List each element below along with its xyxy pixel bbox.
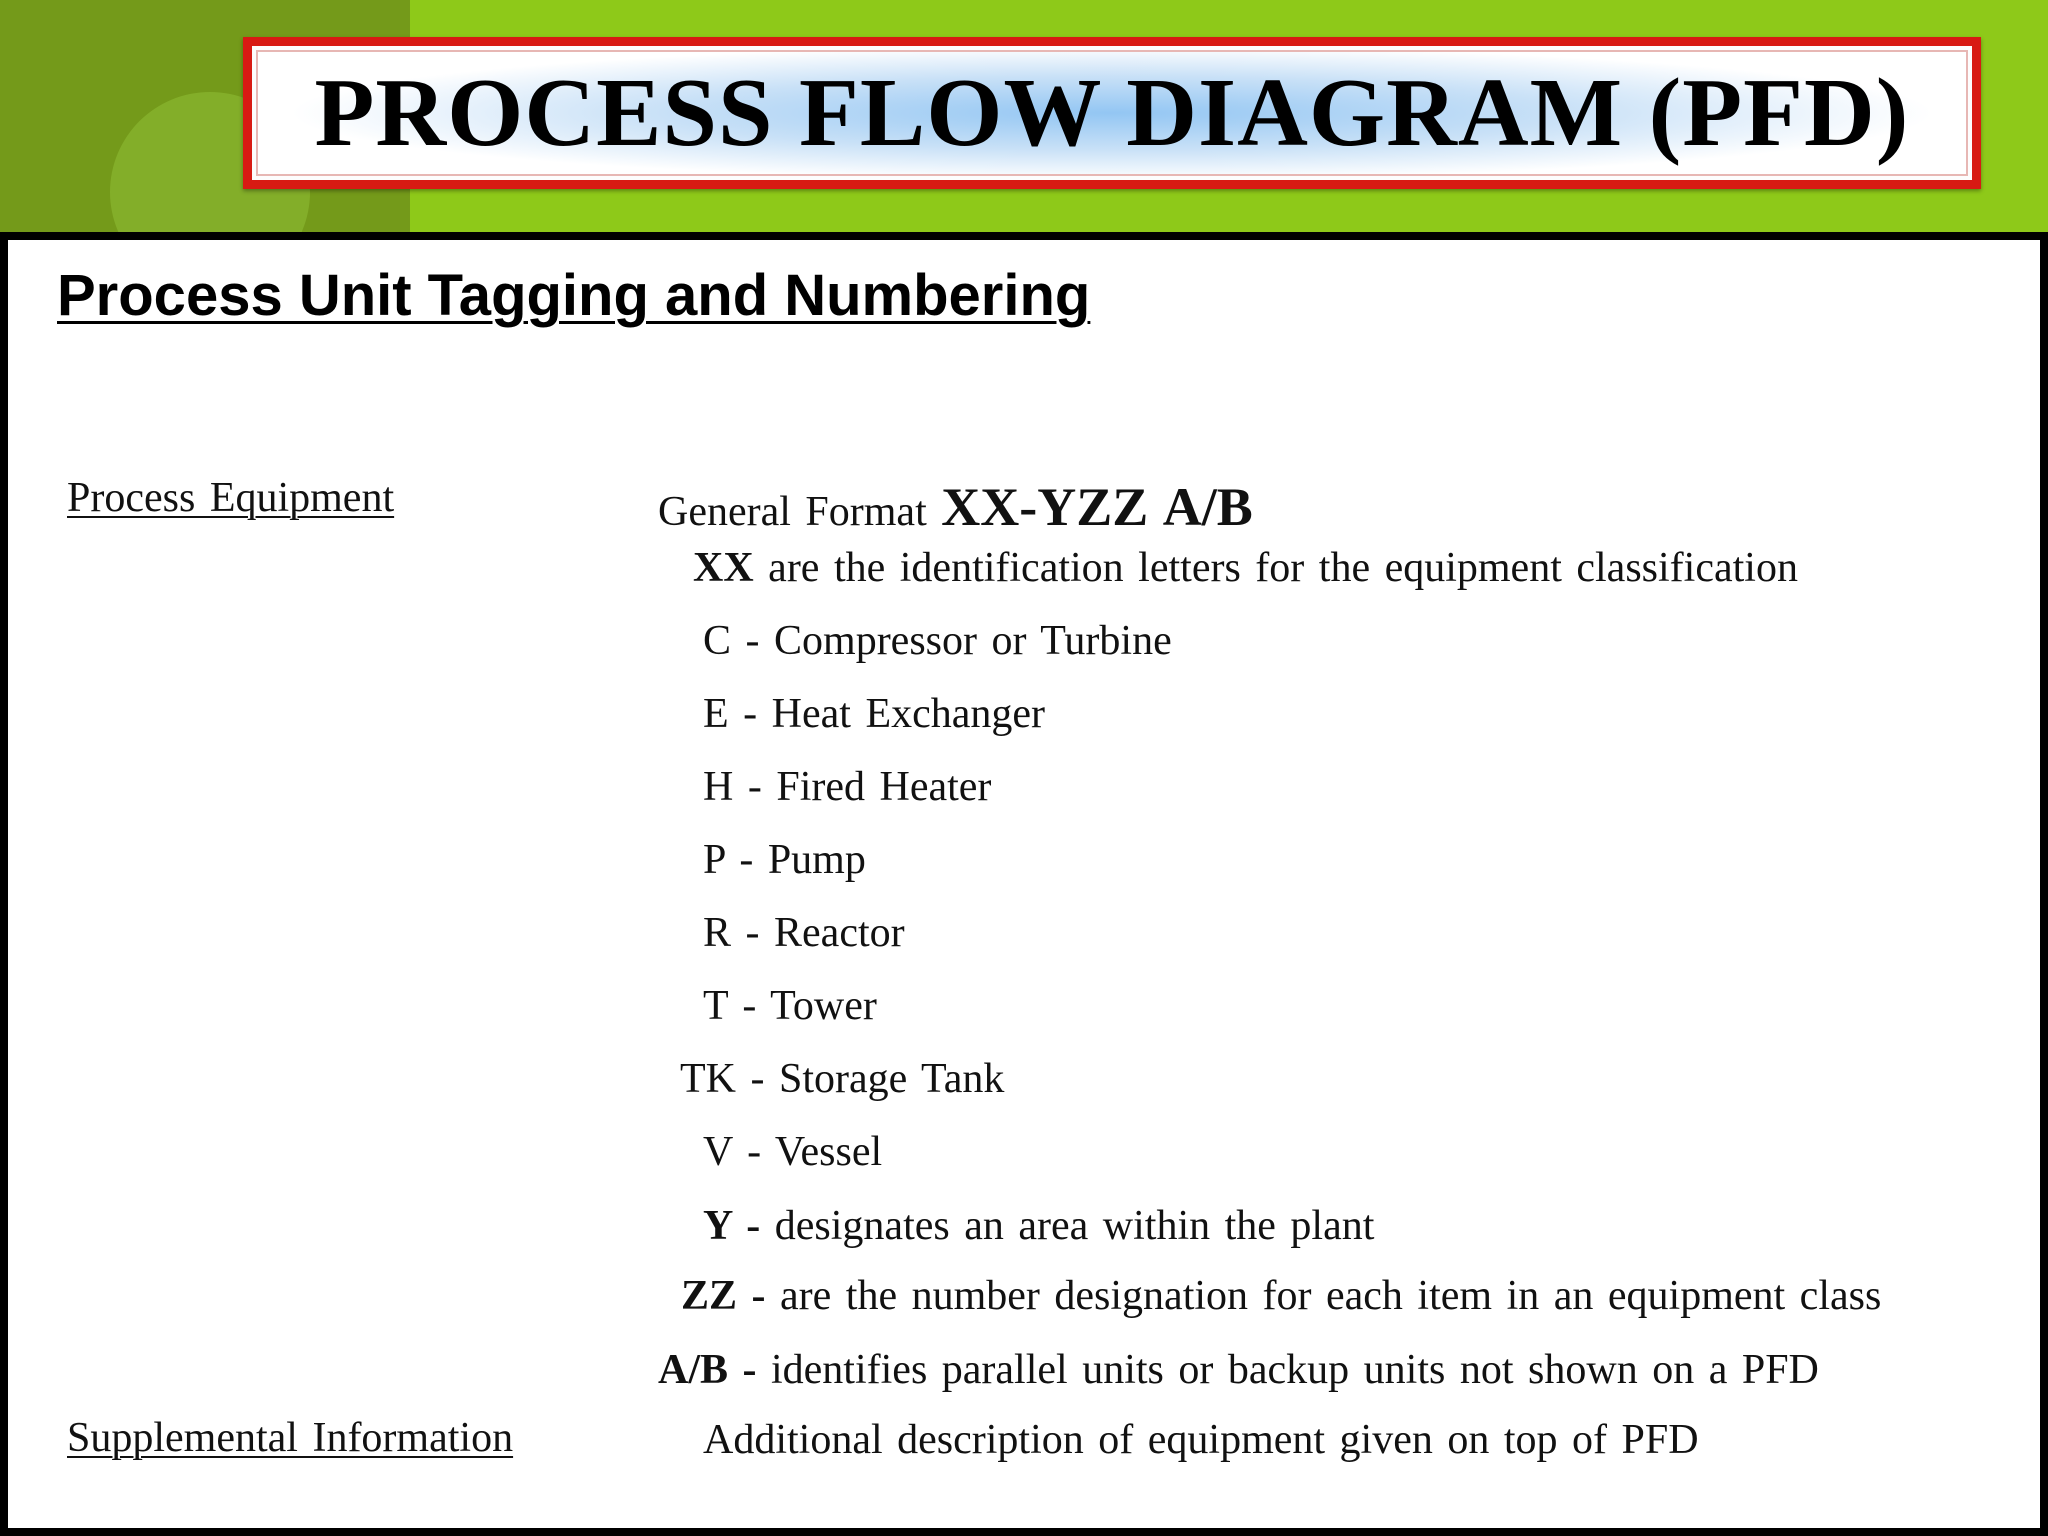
section-title: Process Unit Tagging and Numbering	[57, 263, 1091, 328]
zz-definition: ZZ - are the number designation for each…	[681, 1272, 1881, 1320]
y-definition: Y - designates an area within the plant	[703, 1202, 1374, 1250]
classification-name: Reactor	[774, 910, 905, 956]
classification-code: P	[703, 837, 725, 883]
classification-code: V	[703, 1129, 733, 1175]
ab-term: A/B -	[658, 1347, 757, 1393]
classification-code: T	[703, 983, 728, 1029]
ab-definition: A/B - identifies parallel units or backu…	[658, 1346, 1819, 1394]
zz-text: are the number designation for each item…	[780, 1273, 1882, 1319]
y-term: Y -	[703, 1203, 761, 1249]
classification-item: C - Compressor or Turbine	[703, 618, 1172, 664]
xx-definition: XX are the identification letters for th…	[693, 544, 1798, 592]
supplemental-information-label: Supplemental Information	[67, 1415, 514, 1461]
classification-name: Fired Heater	[776, 764, 992, 810]
content-frame	[0, 232, 2048, 1536]
classification-code: E	[703, 691, 729, 737]
classification-item: P - Pump	[703, 837, 866, 883]
classification-item: TK - Storage Tank	[680, 1056, 1005, 1102]
classification-name: Tower	[770, 983, 877, 1029]
classification-item: E - Heat Exchanger	[703, 691, 1046, 737]
classification-name: Storage Tank	[779, 1056, 1005, 1102]
classification-item: V - Vessel	[703, 1129, 883, 1175]
classification-item: H - Fired Heater	[703, 764, 992, 810]
title-box: PROCESS FLOW DIAGRAM (PFD)	[243, 37, 1981, 189]
classification-code: TK	[680, 1056, 736, 1102]
xx-term: XX	[693, 545, 754, 591]
classification-code: C	[703, 618, 732, 664]
classification-code: R	[703, 910, 732, 956]
zz-term: ZZ -	[681, 1273, 766, 1319]
general-format-line: General Format XX-YZZ A/B	[658, 476, 1253, 538]
supplemental-text: Additional description of equipment give…	[703, 1417, 1699, 1463]
ab-text: identifies parallel units or backup unit…	[771, 1347, 1819, 1393]
title-inner: PROCESS FLOW DIAGRAM (PFD)	[256, 50, 1968, 176]
classification-code: H	[703, 764, 734, 810]
general-format-label: General Format	[658, 489, 927, 535]
y-text: designates an area within the plant	[774, 1203, 1375, 1249]
page-title: PROCESS FLOW DIAGRAM (PFD)	[314, 59, 1910, 167]
classification-name: Vessel	[774, 1129, 883, 1175]
classification-item: T - Tower	[703, 983, 877, 1029]
classification-name: Compressor or Turbine	[774, 618, 1172, 664]
classification-item: R - Reactor	[703, 910, 905, 956]
process-equipment-label: Process Equipment	[67, 475, 395, 521]
classification-name: Heat Exchanger	[771, 691, 1046, 737]
xx-text: are the identification letters for the e…	[768, 545, 1798, 591]
general-format-code: XX-YZZ A/B	[941, 477, 1253, 537]
classification-name: Pump	[767, 837, 866, 883]
